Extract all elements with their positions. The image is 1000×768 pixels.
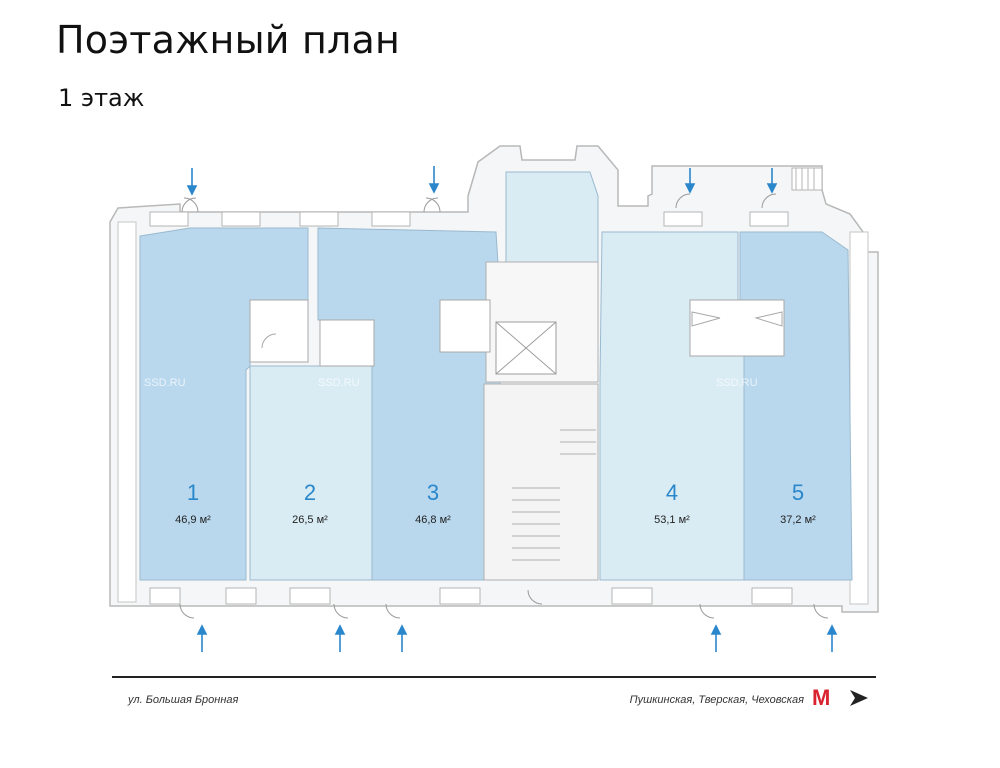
- entrance-arrow-icon: [196, 624, 838, 652]
- room-2-area: 26,5 м²: [292, 514, 328, 526]
- room-4[interactable]: [599, 231, 745, 581]
- room-3-number: 3: [427, 480, 439, 505]
- metro-stations: Пушкинская, Тверская, Чеховская: [629, 694, 804, 706]
- door-icon: [179, 193, 829, 619]
- room-2-number: 2: [304, 480, 316, 505]
- room-4-area: 53,1 м²: [654, 514, 690, 526]
- floor-label: 1 этаж: [58, 84, 145, 112]
- watermark: SSD.RU: [318, 377, 360, 389]
- page-title: Поэтажный план: [56, 18, 401, 62]
- central-core: [483, 171, 599, 581]
- room-1-number: 1: [187, 480, 199, 505]
- watermark: SSD.RU: [716, 377, 758, 389]
- watermark: SSD.RU: [144, 377, 186, 389]
- direction-arrow-icon: [850, 690, 868, 706]
- room-4-number: 4: [666, 480, 678, 505]
- bathroom-block-left: [249, 299, 785, 367]
- windows: [149, 167, 823, 605]
- room-1-area: 46,9 м²: [175, 514, 211, 526]
- room-2[interactable]: [249, 365, 373, 581]
- metro-logo-icon: М: [812, 685, 831, 710]
- room-5-number: 5: [792, 480, 804, 505]
- room-3-area: 46,8 м²: [415, 514, 451, 526]
- room-5-area: 37,2 м²: [780, 514, 816, 526]
- entrance-arrow-icon: [186, 166, 778, 196]
- street-name: ул. Большая Бронная: [128, 694, 239, 706]
- street-line: [112, 676, 876, 678]
- room-5[interactable]: [739, 231, 853, 581]
